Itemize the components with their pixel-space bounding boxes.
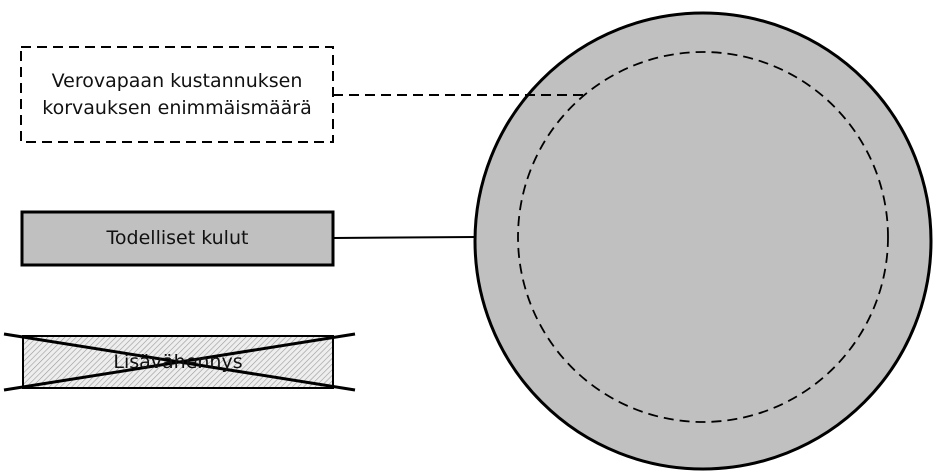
actual-costs-label: Todelliset kulut [106,227,249,249]
max-amount-label-line1: Verovapaan kustannuksen [51,70,303,92]
additional-deduction-label: Lisävähennys [113,350,243,373]
actual-costs-connector [332,236,477,239]
max-amount-label: Verovapaan kustannuksen korvauksen enimm… [21,62,333,128]
inner-dashed-circle [517,51,889,423]
actual-costs-box [20,210,335,267]
outer-circle [473,11,933,471]
cross-out-line [3,332,356,392]
max-amount-label-line2: korvauksen enimmäismäärä [42,97,312,119]
